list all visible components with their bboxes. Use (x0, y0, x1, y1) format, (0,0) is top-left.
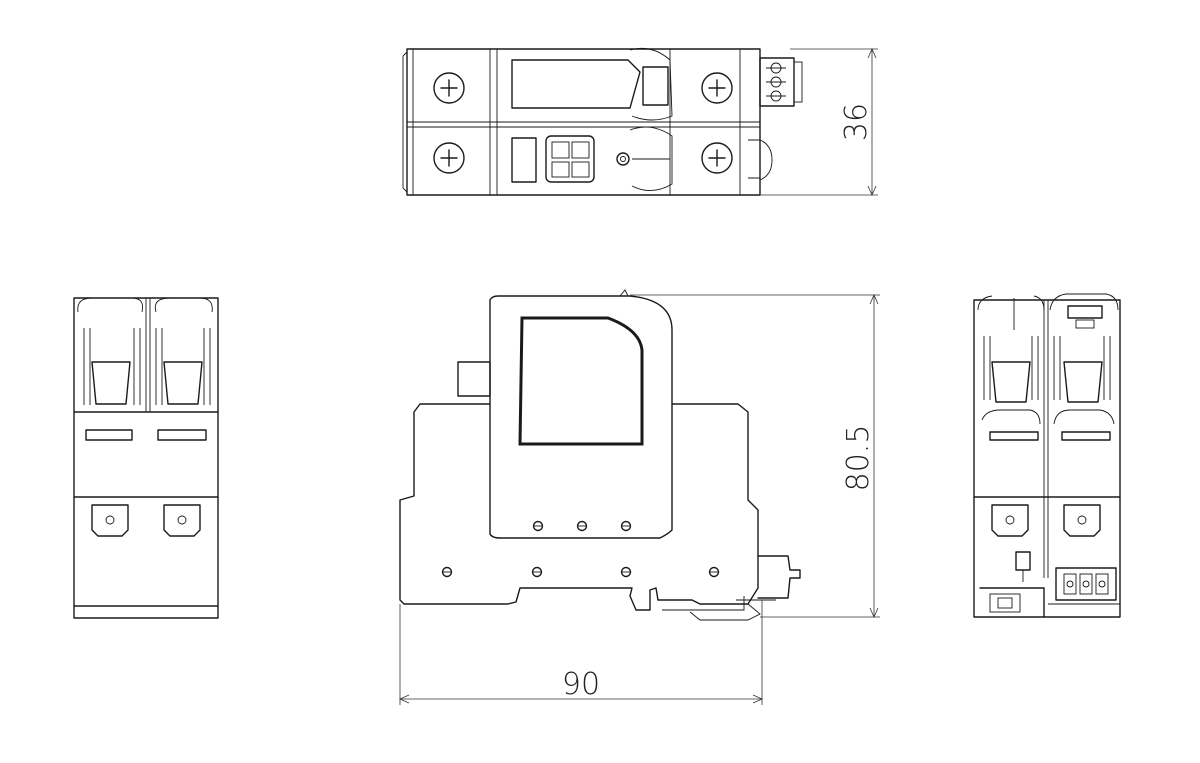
depth-dimension-label: 36 (839, 103, 874, 141)
width-dimension-label: 90 (562, 667, 600, 702)
left-side-view (73, 297, 219, 619)
width-dimension: 90 (399, 600, 763, 705)
right-side-view (973, 293, 1121, 618)
height-dimension: 80.5 (630, 294, 880, 618)
mounting-hole-icon (441, 520, 720, 578)
front-view (399, 289, 801, 621)
screw-icon (433, 72, 733, 174)
top-view (402, 47, 803, 196)
depth-dimension: 36 (760, 48, 878, 196)
terminal-connector-icon (759, 57, 803, 107)
height-dimension-label: 80.5 (841, 425, 876, 492)
